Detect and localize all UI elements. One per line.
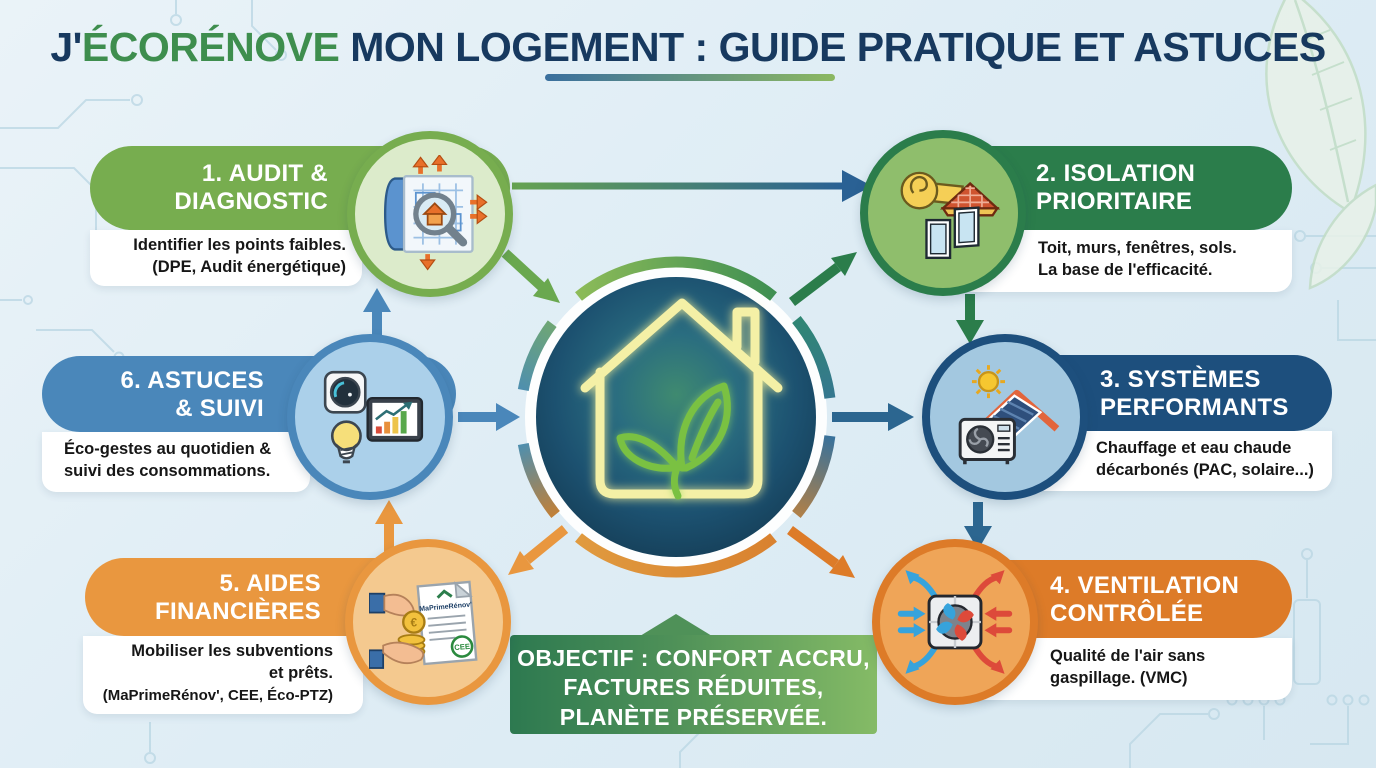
arrow-step6-to-hub bbox=[458, 403, 520, 431]
sun-icon bbox=[971, 365, 1005, 399]
arrow-hub-to-step4 bbox=[787, 525, 855, 578]
step4-icon-circle bbox=[872, 539, 1038, 705]
step2-icon-circle bbox=[860, 130, 1026, 296]
objective-banner: OBJECTIF : CONFORT ACCRU, FACTURES RÉDUI… bbox=[510, 635, 877, 734]
title-prefix: J' bbox=[50, 24, 82, 70]
insulation-roof-windows-icon bbox=[900, 171, 1001, 260]
step5-icon-circle: MaPrimeRénov' CEE € bbox=[345, 539, 511, 705]
arrow-hub-to-step5 bbox=[508, 525, 569, 575]
step6-icon-circle bbox=[287, 334, 453, 500]
title-highlight: ÉCORÉNOVE bbox=[81, 24, 340, 70]
banner-pointer-triangle bbox=[640, 614, 712, 636]
arrow-step1-to-hub bbox=[501, 249, 560, 303]
arrow-step1-to-step2 bbox=[512, 182, 842, 190]
step6-description: Éco-gestes au quotidien & suivi des cons… bbox=[42, 432, 310, 492]
step5-description: Mobiliser les subventions et prêts. (MaP… bbox=[83, 636, 363, 714]
step1-icon-circle bbox=[347, 131, 513, 297]
step1-description: Identifier les points faibles. (DPE, Aud… bbox=[90, 230, 362, 286]
arrow-hub-to-step2 bbox=[788, 252, 857, 306]
thermostat-bulb-chart-icon bbox=[323, 370, 424, 464]
document-badge: CEE bbox=[454, 642, 470, 652]
title-rest: MON LOGEMENT : GUIDE PRATIQUE ET ASTUCES bbox=[339, 24, 1326, 70]
svg-text:€: € bbox=[411, 617, 418, 630]
step3-icon-circle bbox=[922, 334, 1088, 500]
hub-ring bbox=[517, 256, 836, 578]
title-underline bbox=[545, 74, 835, 81]
neon-eco-house-icon bbox=[580, 298, 783, 500]
vmc-heat-exchanger-icon bbox=[897, 570, 1013, 674]
hands-coins-grant-icon: MaPrimeRénov' CEE € bbox=[369, 580, 478, 669]
arrow-step2-to-step3 bbox=[956, 294, 984, 344]
blueprint-magnifier-icon bbox=[383, 155, 488, 271]
hub-inner-circle bbox=[536, 277, 816, 557]
heat-pump-solar-icon bbox=[958, 365, 1060, 465]
arrow-hub-to-step3 bbox=[832, 403, 914, 431]
page-title: J'ÉCORÉNOVE MON LOGEMENT : GUIDE PRATIQU… bbox=[0, 24, 1376, 71]
